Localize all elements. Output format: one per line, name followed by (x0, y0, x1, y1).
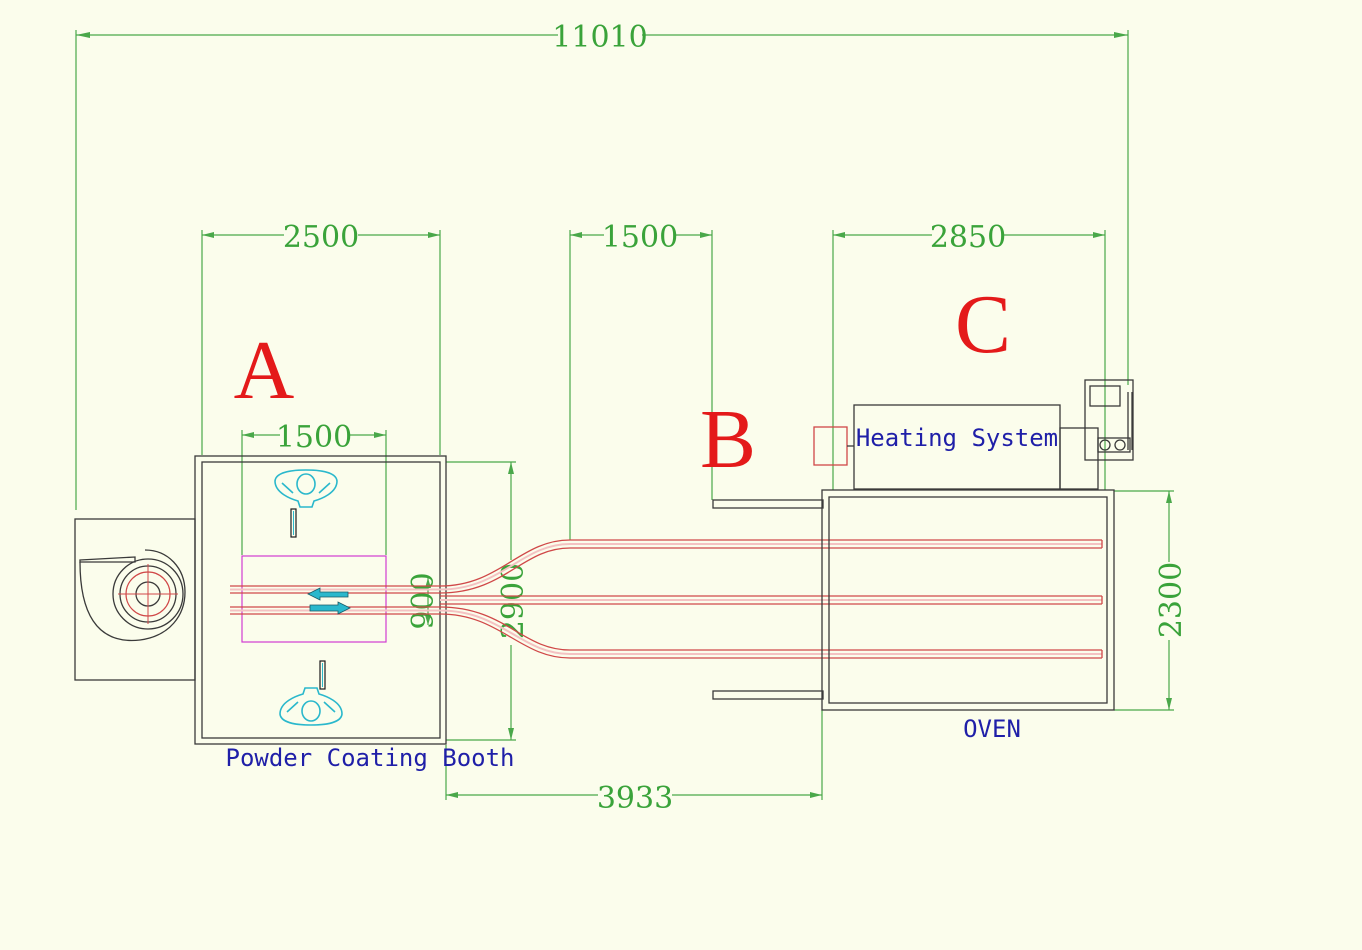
motor-icon (1084, 379, 1134, 461)
dim-booth-depth (446, 461, 516, 741)
dim-booth-width (201, 230, 441, 455)
dim-text-booth-width: 2500 (283, 220, 359, 255)
oven-entry-guides (712, 499, 824, 700)
zone-a-label: A (234, 324, 295, 417)
dim-text-oven-length: 2850 (930, 220, 1006, 255)
dim-text-gap-width: 1500 (602, 220, 678, 255)
conveyor-arrow-icon (307, 587, 349, 601)
dim-text-overall: 11010 (552, 20, 647, 55)
conveyor-rails (230, 539, 1103, 659)
oven (821, 489, 1115, 711)
booth-label: Powder Coating Booth (226, 744, 515, 772)
dim-text-oven-depth: 2300 (1154, 562, 1189, 638)
dimension-lines (75, 30, 1174, 800)
dim-oven-length (832, 230, 1106, 490)
operator-icon (274, 469, 338, 508)
operator-icon (279, 687, 343, 726)
dim-text-rail-spacing: 900 (406, 572, 441, 629)
heating-system (813, 379, 1134, 490)
conveyor-arrow-icon (309, 601, 351, 615)
exhaust-fan-unit (74, 518, 196, 681)
booth-work-zone (241, 555, 387, 643)
spray-gun-icon (290, 508, 297, 538)
heating-system-label: Heating System (856, 424, 1058, 452)
zone-c-label: C (955, 278, 1011, 371)
exhaust-fan-icon (79, 549, 186, 642)
dim-oven-depth (1114, 490, 1174, 711)
spray-gun-icon (319, 660, 326, 690)
burner-icon (813, 426, 848, 466)
dim-overall-length (75, 30, 1129, 510)
dim-text-booth-inner: 1500 (276, 420, 352, 455)
dim-booth-to-oven (445, 710, 823, 800)
zone-b-label: B (700, 393, 756, 486)
dim-booth-inner-width (241, 430, 387, 555)
dim-gap-width (569, 230, 713, 540)
dim-text-booth-to-oven: 3933 (597, 781, 673, 816)
oven-label: OVEN (963, 715, 1021, 743)
